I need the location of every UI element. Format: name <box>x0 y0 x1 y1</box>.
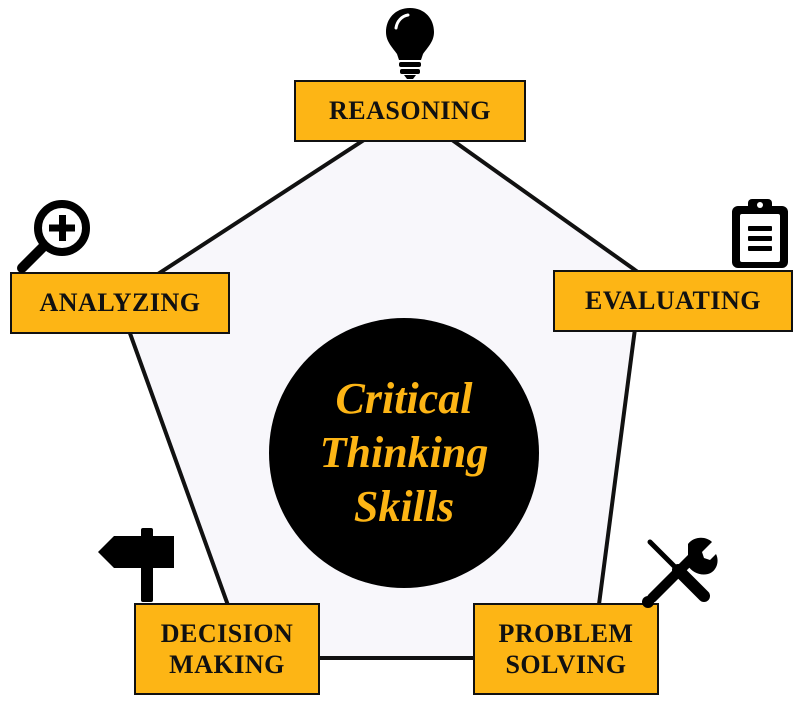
magnifier-icon <box>17 200 90 273</box>
center-circle <box>269 318 539 588</box>
skill-problem-solving: PROBLEM SOLVING <box>473 603 659 695</box>
center-title-line-2: Thinking <box>319 428 489 478</box>
skill-problem-solving-line-2: SOLVING <box>505 650 627 679</box>
lightbulb-icon <box>386 8 434 79</box>
signpost-icon <box>98 528 174 602</box>
skill-problem-solving-line-1: PROBLEM <box>498 618 634 648</box>
skill-decision-making: DECISION MAKING <box>134 603 320 695</box>
skill-evaluating: EVALUATING <box>553 270 793 332</box>
center-title-line-3: Skills <box>353 481 455 531</box>
center-title-line-1: Critical <box>335 374 473 424</box>
skill-decision-making-line-2: MAKING <box>169 650 285 679</box>
skill-analyzing: ANALYZING <box>10 272 230 334</box>
skill-reasoning: REASONING <box>294 80 526 142</box>
center-title: Critical Thinking Skills <box>269 318 539 588</box>
tools-icon <box>642 537 718 608</box>
skill-analyzing-label: ANALYZING <box>39 288 201 318</box>
skill-evaluating-label: EVALUATING <box>585 286 761 316</box>
skill-reasoning-label: REASONING <box>329 96 491 126</box>
skill-decision-making-line-1: DECISION <box>160 618 294 648</box>
clipboard-icon <box>732 199 788 268</box>
